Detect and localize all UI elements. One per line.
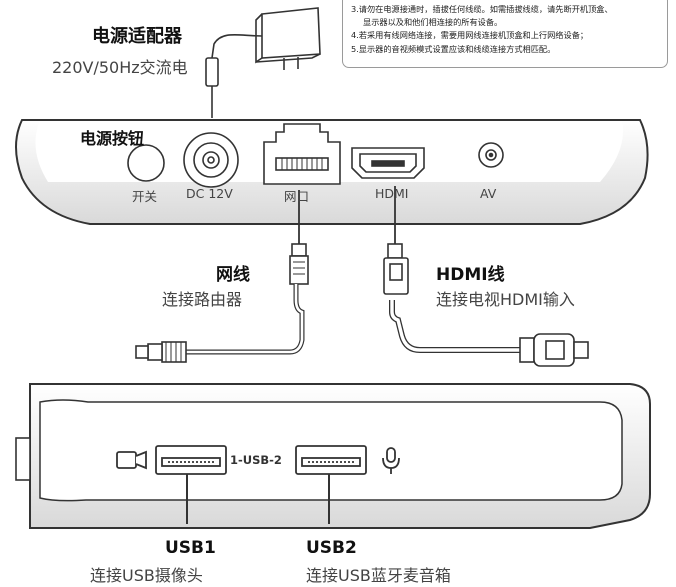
note-line: 4.若采用有线网络连接，需要用网线连接机顶盒和上行网络设备； — [351, 30, 589, 41]
power-button-icon — [127, 144, 165, 182]
usb2-desc: 连接USB蓝牙麦音箱 — [306, 566, 451, 585]
hdmi-cable-desc: 连接电视HDMI输入 — [436, 290, 575, 309]
note-line: 5.显示器的音视频模式设置应该和线缆连接方式相匹配。 — [351, 43, 556, 54]
dc-jack-icon — [183, 132, 239, 188]
hdmi-cable-title: HDMI线 — [436, 265, 505, 285]
port-label-switch: 开关 — [132, 189, 158, 204]
usb2-port-icon — [295, 445, 367, 475]
usb1-desc: 连接USB摄像头 — [90, 566, 203, 585]
hdmi-port-icon — [351, 147, 425, 179]
av-port-icon — [478, 142, 504, 168]
safety-notes-box: 3.请勿在电源接通时，插拔任何线缆。如需插拔线缆，请先断开机顶盒、 显示器以及和… — [342, 0, 668, 68]
network-cable-desc: 连接路由器 — [162, 290, 243, 309]
camera-icon — [116, 450, 147, 470]
adapter-title: 电源适配器 — [92, 26, 182, 47]
adapter-spec: 220V/50Hz交流电 — [52, 58, 188, 77]
port-label-dc: DC 12V — [186, 186, 233, 201]
usb2-title: USB2 — [306, 538, 357, 558]
usb-port-label: 1-USB-2 — [230, 453, 282, 467]
note-line: 3.请勿在电源接通时，插拔任何线缆。如需插拔线缆，请先断开机顶盒、 — [351, 4, 613, 14]
power-adapter-icon — [205, 7, 321, 96]
microphone-icon — [382, 447, 400, 474]
usb1-title: USB1 — [165, 538, 216, 558]
network-cable-icon — [135, 190, 309, 363]
port-label-lan: 网口 — [284, 189, 310, 204]
port-label-hdmi: HDMI — [375, 186, 409, 201]
hdmi-cable-icon — [383, 186, 589, 367]
note-line: 显示器以及和他们相连接的所有设备。 — [363, 17, 503, 28]
network-cable-title: 网线 — [216, 265, 250, 285]
usb1-port-icon — [155, 445, 227, 475]
power-button-title: 电源按钮 — [80, 129, 145, 148]
ethernet-port-icon — [263, 123, 341, 185]
port-label-av: AV — [480, 186, 497, 201]
